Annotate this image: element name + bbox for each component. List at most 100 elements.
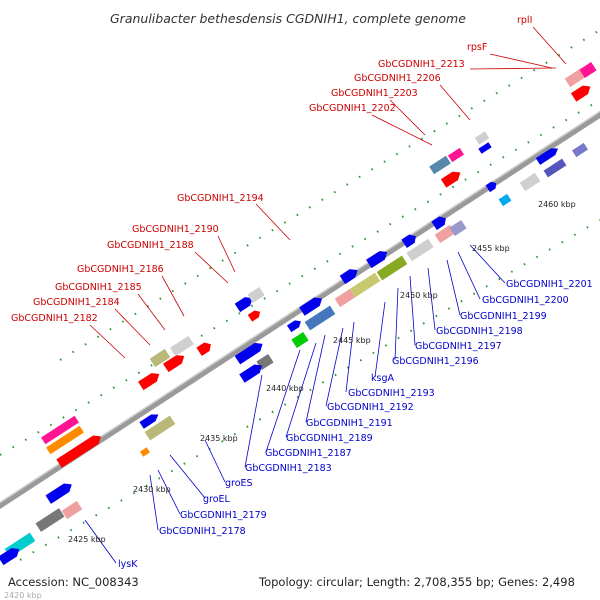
gene-feature bbox=[519, 172, 541, 192]
gene-feature bbox=[440, 171, 461, 188]
gene-feature bbox=[474, 131, 490, 145]
label-leader-line bbox=[446, 259, 461, 316]
gene-label: GbCGDNIH1_2202 bbox=[309, 103, 396, 114]
gene-label: GbCGDNIH1_2179 bbox=[180, 510, 267, 521]
gene-feature bbox=[535, 148, 559, 165]
gene-feature bbox=[571, 142, 589, 158]
label-leader-line bbox=[89, 324, 126, 359]
gene-label: GbCGDNIH1_2198 bbox=[436, 326, 523, 337]
gene-feature bbox=[41, 415, 79, 445]
gene-feature bbox=[431, 216, 446, 231]
gc-dots-inner bbox=[19, 219, 600, 561]
label-leader-line bbox=[409, 275, 416, 346]
gene-feature bbox=[304, 305, 336, 331]
kbp-label: 2460 kbp bbox=[538, 200, 576, 209]
label-leader-line bbox=[457, 251, 481, 300]
gene-feature bbox=[239, 364, 263, 383]
label-leader-line bbox=[305, 334, 326, 423]
label-leader-line bbox=[532, 26, 567, 65]
gene-feature bbox=[0, 548, 20, 566]
gene-feature bbox=[401, 234, 416, 249]
label-leader-line bbox=[325, 327, 344, 407]
gene-label: GbCGDNIH1_2186 bbox=[77, 264, 164, 275]
label-leader-line bbox=[169, 454, 206, 499]
kbp-scale: 2425 kbp 2430 kbp 2435 kbp 2440 kbp 2445… bbox=[68, 200, 576, 544]
gene-feature bbox=[170, 335, 194, 357]
gene-feature bbox=[234, 297, 253, 313]
gene-feature bbox=[139, 414, 159, 429]
gene-feature bbox=[149, 348, 171, 368]
label-leader-line bbox=[389, 99, 426, 136]
kbp-label: 2450 kbp bbox=[400, 291, 438, 300]
gene-label: GbCGDNIH1_2188 bbox=[107, 240, 194, 251]
kbp-label: 2445 kbp bbox=[333, 336, 371, 345]
map-title: Granulibacter bethesdensis CGDNIH1, comp… bbox=[110, 11, 466, 26]
label-leader-line bbox=[371, 114, 433, 146]
label-leader-line bbox=[217, 235, 236, 273]
label-leader-line bbox=[345, 321, 355, 393]
gene-label: groES bbox=[225, 478, 253, 489]
corner-kbp-label: 2420 kbp bbox=[4, 591, 42, 600]
gene-label: lysK bbox=[118, 559, 138, 570]
label-leader-line bbox=[157, 469, 181, 515]
gene-feature bbox=[286, 320, 301, 333]
gene-label: GbCGDNIH1_2190 bbox=[132, 224, 219, 235]
label-leader-line bbox=[489, 53, 553, 69]
label-leader-line bbox=[265, 349, 301, 453]
gene-feature bbox=[543, 158, 567, 178]
label-leader-line bbox=[161, 275, 185, 317]
gene-feature bbox=[138, 373, 160, 391]
gene-label: GbCGDNIH1_2196 bbox=[392, 356, 479, 367]
gene-feature bbox=[247, 310, 261, 322]
gene-feature bbox=[291, 331, 309, 349]
gene-feature bbox=[579, 61, 597, 79]
kbp-label: 2435 kbp bbox=[200, 434, 238, 443]
gene-feature bbox=[478, 142, 492, 154]
kbp-label: 2425 kbp bbox=[68, 535, 106, 544]
label-leader-line bbox=[84, 519, 117, 564]
kbp-label: 2430 kbp bbox=[133, 485, 171, 494]
label-leader-lines bbox=[84, 26, 567, 564]
gene-label: GbCGDNIH1_2206 bbox=[354, 73, 441, 84]
bottom-gene-labels: GbCGDNIH1_2201 GbCGDNIH1_2200 GbCGDNIH1_… bbox=[118, 279, 593, 570]
label-leader-line bbox=[427, 267, 436, 331]
label-leader-line bbox=[439, 84, 471, 121]
label-leader-line bbox=[204, 439, 226, 483]
gene-feature bbox=[61, 500, 83, 520]
gene-feature bbox=[35, 508, 65, 532]
gene-feature bbox=[234, 342, 263, 365]
label-leader-line bbox=[255, 203, 291, 241]
gene-label: GbCGDNIH1_2197 bbox=[415, 341, 502, 352]
gene-label: groEL bbox=[203, 494, 231, 505]
gene-feature bbox=[564, 68, 586, 88]
gene-feature bbox=[334, 288, 356, 308]
gene-label: GbCGDNIH1_2183 bbox=[245, 463, 332, 474]
gene-label: GbCGDNIH1_2191 bbox=[306, 418, 393, 429]
gene-label: rpsF bbox=[467, 42, 487, 53]
gene-feature bbox=[247, 286, 265, 304]
gene-label: GbCGDNIH1_2185 bbox=[55, 282, 142, 293]
gene-label: GbCGDNIH1_2213 bbox=[378, 59, 465, 70]
gene-label: GbCGDNIH1_2194 bbox=[177, 193, 264, 204]
gene-feature bbox=[46, 425, 84, 455]
gene-feature bbox=[339, 269, 358, 285]
gene-feature bbox=[434, 224, 456, 244]
gene-features bbox=[0, 61, 597, 566]
gene-label: rplI bbox=[517, 15, 532, 26]
label-leader-line bbox=[374, 301, 386, 378]
gene-feature bbox=[163, 355, 185, 373]
gene-label: GbCGDNIH1_2184 bbox=[33, 297, 120, 308]
gene-feature bbox=[366, 251, 388, 269]
gene-label: GbCGDNIH1_2203 bbox=[331, 88, 418, 99]
gene-label: GbCGDNIH1_2187 bbox=[265, 448, 352, 459]
kbp-label: 2455 kbp bbox=[472, 244, 510, 253]
gene-label: GbCGDNIH1_2201 bbox=[506, 279, 593, 290]
gene-feature bbox=[144, 415, 176, 441]
label-leader-line bbox=[137, 293, 166, 331]
gene-feature bbox=[349, 272, 381, 298]
gene-feature bbox=[570, 85, 591, 102]
label-leader-line bbox=[469, 67, 557, 70]
gene-feature bbox=[56, 435, 101, 468]
label-leader-line bbox=[285, 342, 317, 438]
